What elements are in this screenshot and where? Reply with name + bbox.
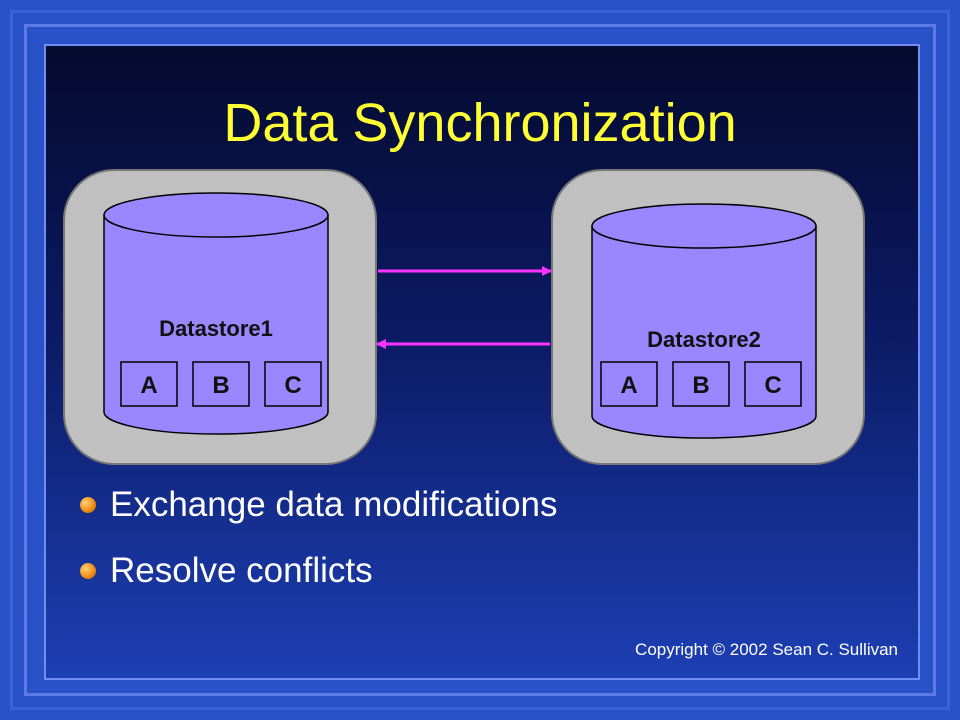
datastore-2-item-b-label: B <box>692 372 709 399</box>
outer-frame <box>10 10 950 710</box>
bullet-list: Exchange data modifications Resolve conf… <box>78 478 558 610</box>
datastore-2-group[interactable]: Datastore2 A B C <box>551 169 865 465</box>
copyright-notice: Copyright © 2002 Sean C. Sullivan <box>635 640 898 659</box>
datastore-1-item-b[interactable]: B <box>192 361 250 407</box>
datastore-2-cylinder-top <box>591 203 817 249</box>
datastore-1-cylinder-top <box>103 192 329 238</box>
datastore-2-item-a[interactable]: A <box>600 361 658 407</box>
datastore-2-label: Datastore2 <box>647 327 761 352</box>
datastore-2-item-c-label: C <box>764 372 781 399</box>
bullet-text: Exchange data modifications <box>110 485 558 524</box>
bullet-dot-icon <box>80 563 96 579</box>
datastore-1-label: Datastore1 <box>159 316 273 341</box>
datastore-2-item-c[interactable]: C <box>744 361 802 407</box>
datastore-1-item-b-label: B <box>212 372 229 399</box>
middle-frame <box>24 24 936 696</box>
bullet-item: Exchange data modifications <box>78 478 558 544</box>
datastore-2-item-a-label: A <box>620 372 637 399</box>
datastore-2-item-b[interactable]: B <box>672 361 730 407</box>
slide-title: Data Synchronization <box>223 93 737 153</box>
datastore-1-item-a[interactable]: A <box>120 361 178 407</box>
bullet-text: Resolve conflicts <box>110 551 373 590</box>
datastore-1-item-c[interactable]: C <box>264 361 322 407</box>
bullet-item: Resolve conflicts <box>78 544 558 610</box>
bullet-dot-icon <box>80 497 96 513</box>
datastore-1-item-a-label: A <box>140 372 157 399</box>
datastore-1-item-c-label: C <box>284 372 301 399</box>
datastore-1-group[interactable]: Datastore1 A B C <box>63 169 377 465</box>
